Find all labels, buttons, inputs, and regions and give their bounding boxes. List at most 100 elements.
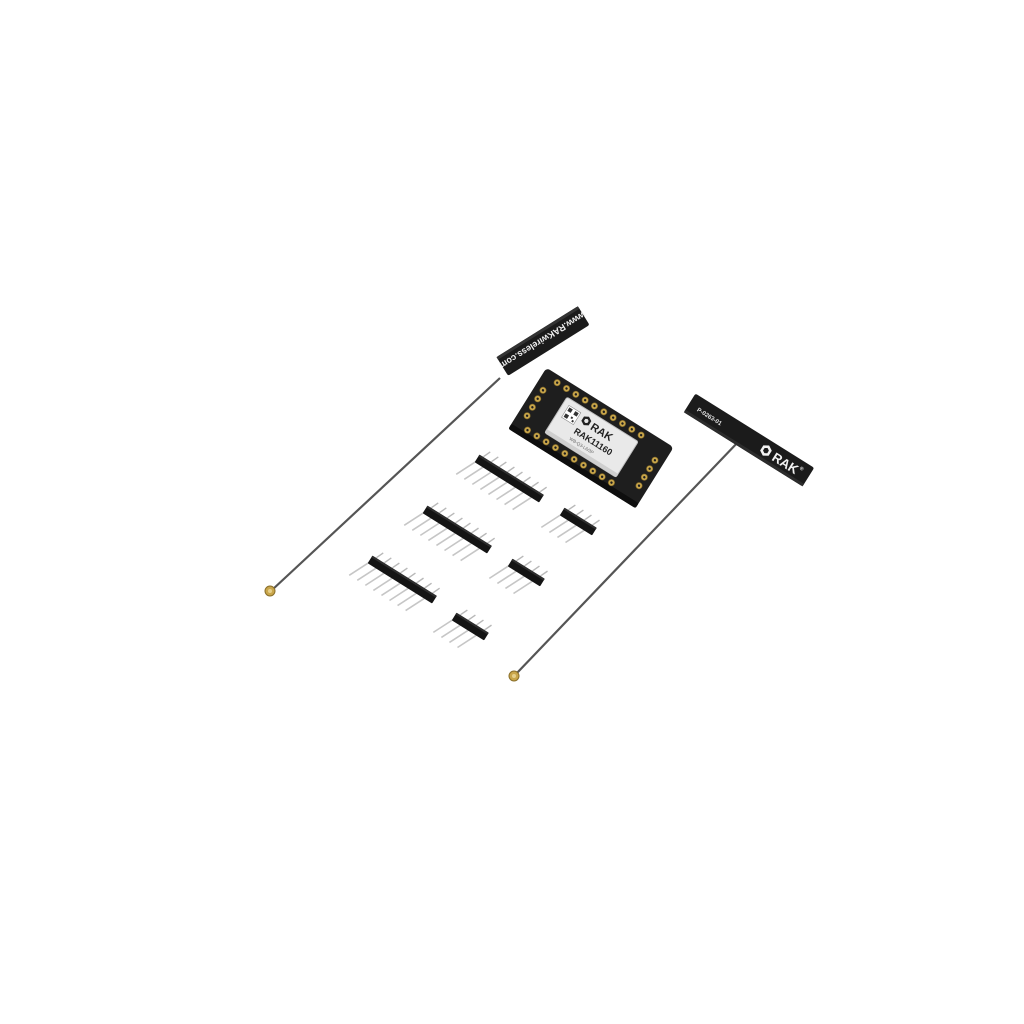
header-pin-tip [507,466,515,472]
header-pin-tip [476,619,484,626]
pad-hole [531,406,534,409]
header-pin-tip [479,532,487,539]
antenna-right-trademark: ® [798,465,805,473]
header-pin-tip [400,567,408,573]
header-plastic [368,556,437,604]
header-plastic [423,506,492,554]
header-pin-tip [431,502,439,508]
pad-hole [563,452,567,455]
header-pin-tip [376,552,384,558]
pad-hole [637,484,641,487]
pin-header-strip [488,555,548,595]
pin-header-strip [540,504,600,544]
header-plastic-highlight [478,454,544,497]
qr-code-icon [561,404,582,426]
pad-hole [525,414,529,417]
header-pin-tip [516,555,524,561]
header-pin-tip [491,456,499,462]
pad-hole [648,467,651,470]
header-pin-tip [592,519,600,526]
pad-hole [555,381,559,384]
header-pin-tip [576,509,584,515]
pad-hole [544,440,548,444]
antenna-right-cable [515,439,741,675]
pad-hole [582,463,585,467]
header-pin-tip [584,514,592,521]
pad-hole [621,422,624,425]
header-plastic [475,455,544,503]
header-pin-tip [432,587,441,594]
module-rak-logo-icon [581,416,592,426]
pad-hole [536,397,539,400]
pad-hole [653,459,657,462]
header-pin-tip [487,537,496,544]
header-pin-tip [532,565,540,572]
pad-hole [572,458,576,461]
antenna-left: www.RAKwireless.com [264,306,589,597]
pad-hole [600,475,604,478]
header-pin-tip [471,527,479,534]
pin-header-strip [403,502,496,562]
header-pin-tip [447,512,455,518]
header-pin-tip [523,476,531,483]
rak-logo-icon [760,445,772,456]
pin-header-strip [455,451,548,511]
header-plastic-highlight [511,558,545,581]
pad-hole [541,389,545,392]
header-pin-tip [384,557,392,563]
header-pin-tip [539,486,548,493]
pad-hole [583,398,587,402]
header-plastic [508,559,545,587]
pin-header-strip [348,552,441,612]
header-pin-tip [408,572,416,579]
header-plastic-highlight [563,507,597,530]
pad-hole [639,433,643,437]
header-pin-tip [484,624,492,631]
header-pin-tip [515,471,523,478]
header-pin-tip [499,461,507,467]
board-pads [523,379,659,490]
antenna-left-label: www.RAKwireless.com [498,309,588,371]
pad-hole [565,387,568,390]
antenna-right-board: P-0263-01 RAK ® [683,394,814,487]
header-pin-tip [531,481,539,488]
header-pin-tip [439,507,447,513]
pad-hole [591,469,595,473]
header-pin-tip [463,522,471,529]
header-plastic-highlight [455,612,489,635]
header-pin-tip [455,517,463,523]
antenna-left-connector [264,585,276,597]
header-pin-tip [424,582,432,589]
header-pin-tip [540,570,548,577]
header-pin-tip [524,560,532,566]
pad-hole [554,446,557,449]
pin-headers [348,451,600,649]
pad-hole [535,434,539,438]
header-pin-tip [392,562,400,568]
header-pin-tip [468,614,476,620]
pad-hole [630,428,634,431]
pad-hole [602,410,606,414]
antenna-left-board: www.RAKwireless.com [496,306,589,376]
pad-hole [643,476,646,479]
rak11160-module: RAK RAK11160 WB-Q3-L6/3P [544,397,639,478]
pad-hole [593,404,596,408]
header-plastic-highlight [426,505,492,548]
header-pin-tip [568,504,576,510]
pin-header-strip [432,609,492,649]
header-pin-tip [483,451,491,457]
breakout-board: RAK RAK11160 WB-Q3-L6/3P [509,369,673,508]
header-pin-tip [416,577,424,584]
antenna-right: P-0263-01 RAK ® [508,394,814,682]
pad-hole [574,393,578,396]
header-plastic-highlight [371,555,437,598]
pad-hole [610,481,613,484]
antenna-left-cable [271,377,501,591]
pad-hole [526,428,529,432]
pad-hole [611,416,615,419]
header-pin-tip [460,609,468,615]
header-plastic [560,508,597,536]
header-plastic [452,613,489,641]
antenna-right-connector [508,670,520,682]
